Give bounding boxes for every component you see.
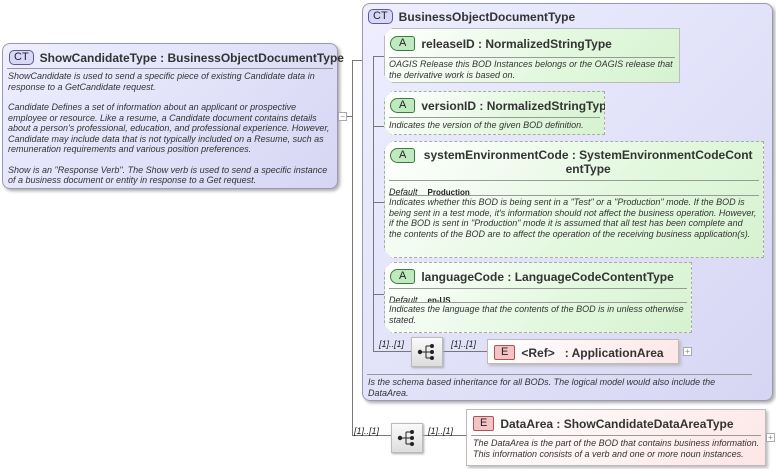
- description-paragraph: Show is an "Response Verb". The Show ver…: [8, 164, 328, 186]
- show-candidate-type-box[interactable]: CT ShowCandidateType : BusinessObjectDocu…: [2, 43, 344, 189]
- attribute-type: SystemEnvironmentCodeContentType: [565, 148, 753, 176]
- ref-label: <Ref>: [521, 346, 555, 360]
- expand-button[interactable]: +: [766, 433, 775, 442]
- attribute-name: systemEnvironmentCode: [423, 148, 569, 162]
- attribute-icon: A: [390, 269, 415, 284]
- default-value: en-US: [427, 296, 451, 305]
- connector-line: [352, 60, 362, 61]
- base-type-description: Is the schema based inheritance for all …: [368, 377, 716, 398]
- connector-line: [352, 435, 392, 436]
- complex-type-icon: CT: [9, 50, 34, 66]
- attribute-name: languageCode: [421, 270, 505, 284]
- attribute-name: versionID: [421, 99, 477, 113]
- type-title: ShowCandidateType : BusinessObjectDocume…: [39, 51, 344, 65]
- connector-line: [352, 60, 353, 436]
- multiplicity-label: [1]..[1]: [451, 339, 477, 349]
- connector-line: [421, 435, 466, 436]
- type-description: ShowCandidate is used to send a specific…: [8, 71, 334, 186]
- attribute-icon: A: [390, 98, 415, 113]
- sequence-glyph-icon: [397, 430, 414, 446]
- sequence-icon[interactable]: [411, 337, 443, 367]
- multiplicity-label: [1]..[1]: [428, 426, 454, 436]
- description-paragraph: Candidate Defines a set of information a…: [8, 102, 330, 154]
- expand-button[interactable]: +: [683, 347, 692, 356]
- element-description: The DataArea is the part of the BOD that…: [473, 438, 760, 459]
- multiplicity-label: [1]..[1]: [379, 339, 405, 349]
- element-icon: E: [494, 345, 516, 361]
- sequence-icon[interactable]: [391, 423, 423, 453]
- collapse-button[interactable]: −: [338, 112, 347, 121]
- element-icon: E: [473, 416, 495, 432]
- default-label: Default: [389, 187, 418, 197]
- attribute-description: Indicates whether this BOD is being sent…: [389, 197, 757, 239]
- element-data-area[interactable]: E DataArea : ShowCandidateDataAreaType Th…: [466, 409, 766, 466]
- default-value: Production: [427, 188, 470, 197]
- default-label: Default: [389, 295, 418, 305]
- attribute-description: OAGIS Release this BOD Instances belongs…: [389, 59, 673, 80]
- base-type-title: BusinessObjectDocumentType: [398, 10, 576, 24]
- element-title: DataArea : ShowCandidateDataAreaType: [500, 417, 734, 431]
- attribute-type: NormalizedStringType: [485, 37, 612, 51]
- attribute-type: LanguageCodeContentType: [514, 270, 674, 284]
- element-type: : ApplicationArea: [564, 346, 664, 360]
- attribute-description: Indicates the language that the contents…: [389, 304, 684, 325]
- multiplicity-label: [1]..[1]: [354, 426, 380, 436]
- attribute-icon: A: [390, 36, 415, 51]
- attribute-icon: A: [390, 148, 415, 163]
- attribute-name: releaseID: [421, 37, 475, 51]
- description-paragraph: ShowCandidate is used to send a specific…: [8, 71, 315, 92]
- attribute-description: Indicates the version of the given BOD d…: [389, 120, 584, 130]
- sequence-glyph-icon: [417, 344, 434, 360]
- complex-type-icon: CT: [368, 9, 393, 25]
- element-application-area[interactable]: E <Ref> : ApplicationArea: [487, 339, 679, 364]
- attribute-type: NormalizedStringType: [486, 99, 614, 113]
